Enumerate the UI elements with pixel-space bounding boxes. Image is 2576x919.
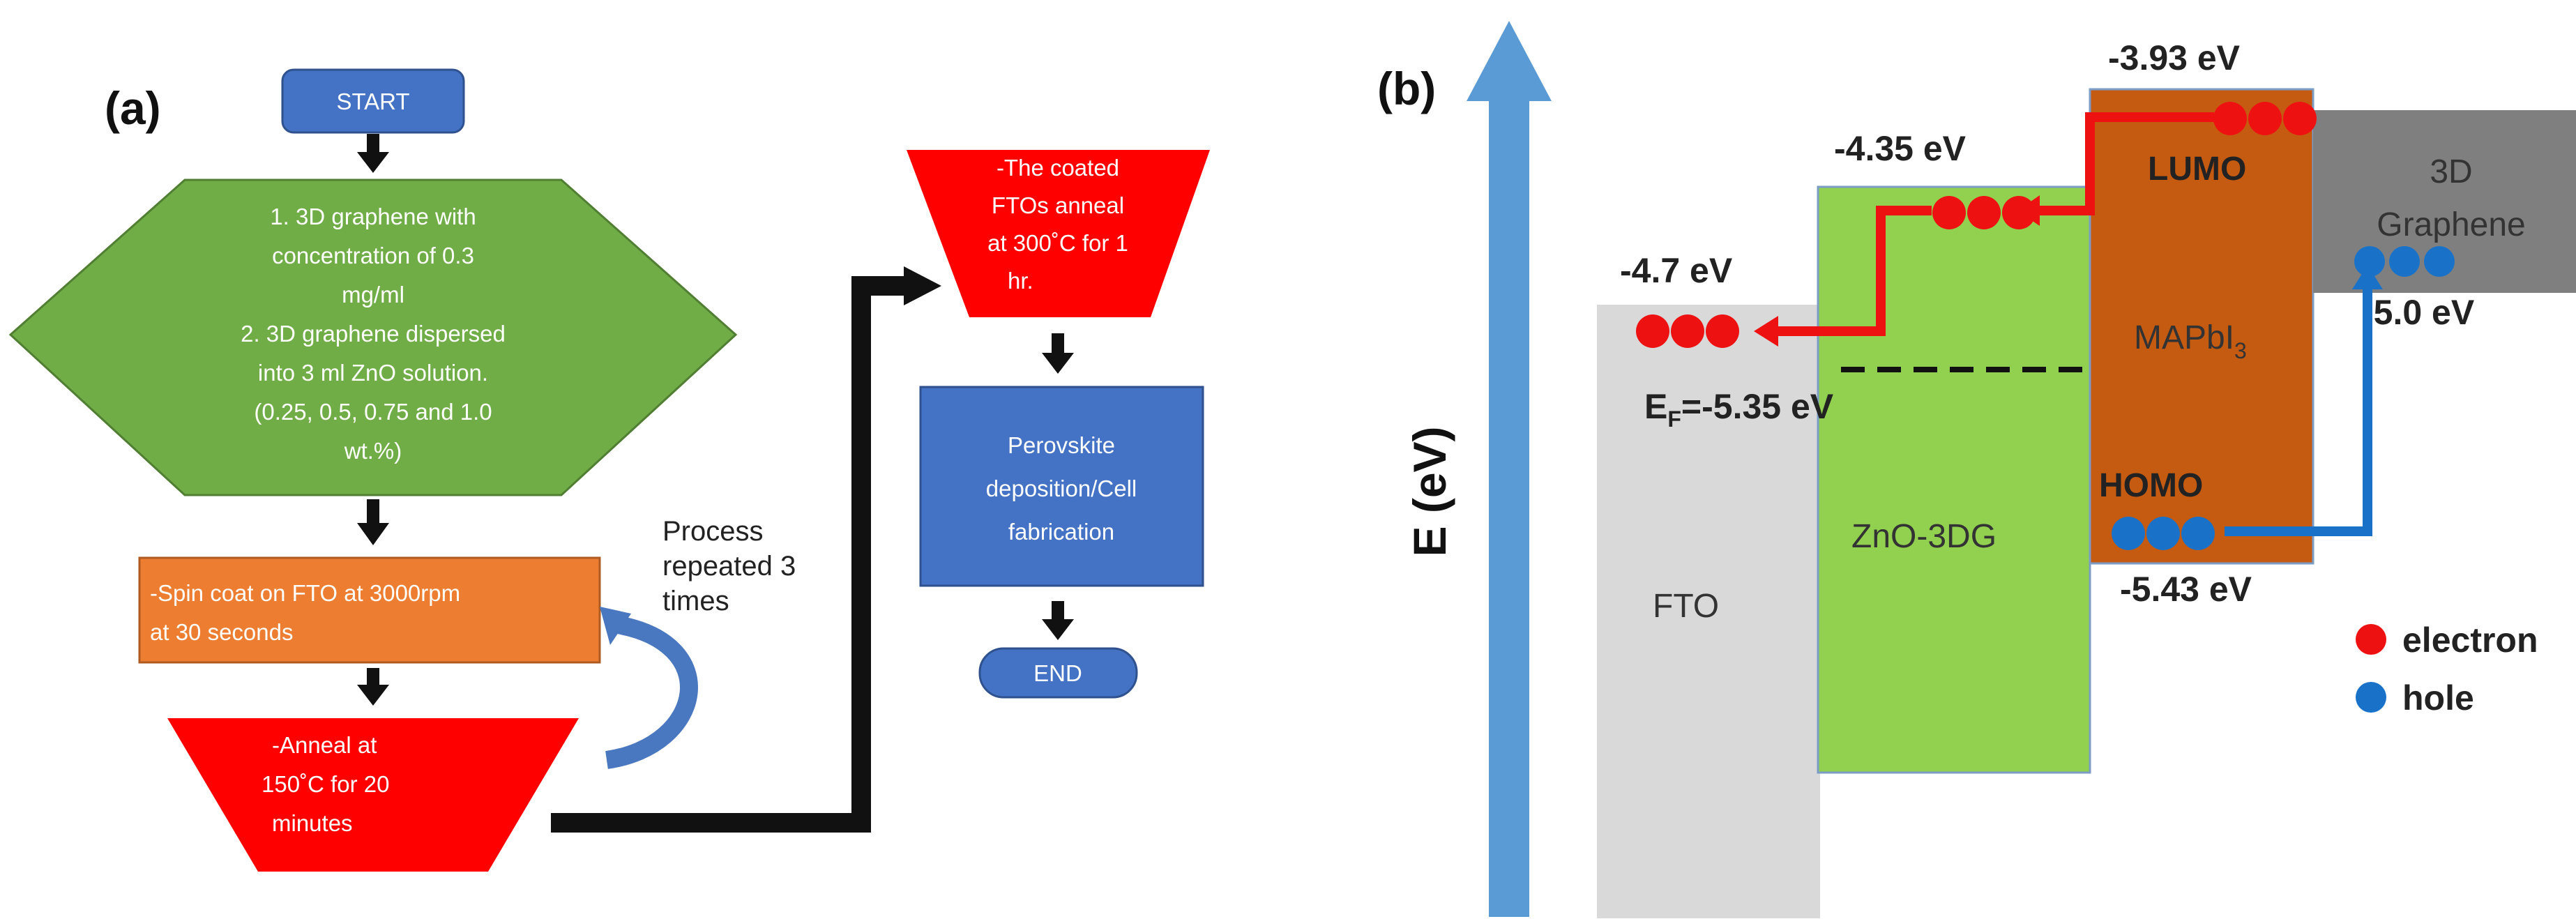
electron-dot (1636, 314, 1669, 348)
step1-line: wt.%) (344, 438, 402, 464)
step1-text: 1. 3D graphene with concentration of 0.3… (241, 204, 506, 464)
holes-homo (2112, 517, 2215, 550)
panel-a-label: (a) (105, 82, 161, 134)
lumo-label: LUMO (2148, 151, 2246, 188)
arrow-step2-to-step3 (357, 668, 389, 706)
step2-line: -Spin coat on FTO at 3000rpm (150, 580, 460, 606)
fto-name: FTO (1653, 588, 1719, 625)
step4-line: FTOs anneal (992, 192, 1124, 218)
energy-axis-label: E (eV) (1404, 426, 1455, 556)
lumo-level-label: -3.93 eV (2108, 38, 2241, 77)
electron-dot (2213, 102, 2247, 135)
start-label: START (336, 89, 409, 114)
legend: electron hole (2356, 621, 2538, 717)
step5-box (919, 386, 1204, 587)
arrow-step5-to-end (1042, 601, 1074, 640)
fermi-prefix: E (1644, 387, 1667, 426)
electrons-zno (1932, 196, 2036, 229)
hole-dot (2424, 246, 2455, 277)
arrow-start-to-step1 (357, 134, 389, 173)
electrons-fto (1636, 314, 1739, 348)
repeat-note-line: Process (662, 516, 764, 547)
step1-line: concentration of 0.3 (272, 243, 474, 268)
fermi-sub: F (1667, 407, 1681, 432)
repeat-curved-arrow (600, 607, 698, 769)
connector-step3-to-step4 (551, 266, 941, 833)
mapbi-name-main: MAPbI (2134, 319, 2234, 356)
step4-line: -The coated (997, 155, 1119, 181)
electron-dot (1671, 314, 1704, 348)
step1-line: 1. 3D graphene with (270, 204, 476, 229)
end-label: END (1033, 660, 1082, 686)
step1-line: 2. 3D graphene dispersed (241, 321, 506, 347)
electron-dot (2002, 196, 2036, 229)
step2-box (138, 556, 601, 664)
holes-graphene (2354, 246, 2455, 277)
mapbi-name-sub: 3 (2234, 338, 2247, 363)
step5-line: fabrication (1008, 519, 1114, 545)
homo-level-label: -5.43 eV (2120, 570, 2252, 609)
graphene-level-label: -5.0 eV (2362, 293, 2475, 332)
step1-hexagon (8, 179, 738, 496)
legend-electron-label: electron (2402, 621, 2538, 660)
legend-electron-swatch (2356, 624, 2386, 655)
legend-hole-label: hole (2402, 678, 2474, 717)
hole-dot (2181, 517, 2215, 550)
end-box (978, 647, 1138, 699)
electron-dot (1932, 196, 1966, 229)
mapbi-band (2089, 88, 2314, 565)
fermi-value: =-5.35 eV (1681, 387, 1834, 426)
step3-line: -Anneal at (272, 732, 377, 758)
fermi-level-label: EF=-5.35 eV (1644, 387, 1834, 432)
hole-dot (2354, 246, 2385, 277)
step2-line: at 30 seconds (150, 619, 293, 645)
legend-hole-swatch (2356, 682, 2386, 713)
hole-dot (2146, 517, 2180, 550)
mapbi-name: MAPbI3 (2134, 319, 2247, 363)
step1-line: (0.25, 0.5, 0.75 and 1.0 (254, 399, 492, 425)
step5-line: deposition/Cell (986, 476, 1137, 501)
step4-trapezoid (907, 150, 1210, 317)
electrons-lumo (2213, 102, 2317, 135)
fto-level-label: -4.7 eV (1620, 251, 1733, 290)
electron-dot (1706, 314, 1739, 348)
graphene-name-line: Graphene (2377, 206, 2526, 243)
arrow-step1-to-step2 (357, 499, 389, 545)
zno-band (1817, 185, 2091, 774)
electron-dot (2248, 102, 2282, 135)
electron-dot (2283, 102, 2317, 135)
energy-axis-arrow (1467, 21, 1552, 917)
zno-level-label: -4.35 eV (1834, 129, 1967, 168)
step4-line: hr. (1008, 268, 1033, 294)
zno-name: ZnO-3DG (1851, 518, 1997, 555)
electron-dot (1967, 196, 2001, 229)
step5-line: Perovskite (1008, 432, 1115, 458)
start-box (281, 68, 465, 134)
panel-b: (b) E (eV) FTO ZnO-3DG MAPbI3 LUMO HOMO … (1377, 21, 2576, 918)
step3-line: 150˚C for 20 (262, 771, 389, 797)
panel-b-label: (b) (1377, 63, 1436, 114)
hole-dot (2112, 517, 2145, 550)
step4-line: at 300˚C for 1 (987, 230, 1128, 256)
fto-band (1597, 305, 1820, 918)
step3-trapezoid (167, 718, 579, 872)
arrow-step4-to-step5 (1042, 333, 1074, 374)
repeat-note-line: times (662, 586, 729, 616)
panel-a: (a) START 1. 3D graphene with concentrat… (8, 68, 1210, 872)
homo-label: HOMO (2099, 467, 2203, 504)
graphene-name-line: 3D (2430, 153, 2472, 190)
hole-dot (2389, 246, 2420, 277)
step1-line: mg/ml (342, 282, 404, 307)
hole-transfer-arrow (2225, 265, 2383, 536)
step3-line: minutes (272, 810, 353, 836)
repeat-note-line: repeated 3 (662, 551, 796, 582)
step1-line: into 3 ml ZnO solution. (258, 360, 488, 386)
